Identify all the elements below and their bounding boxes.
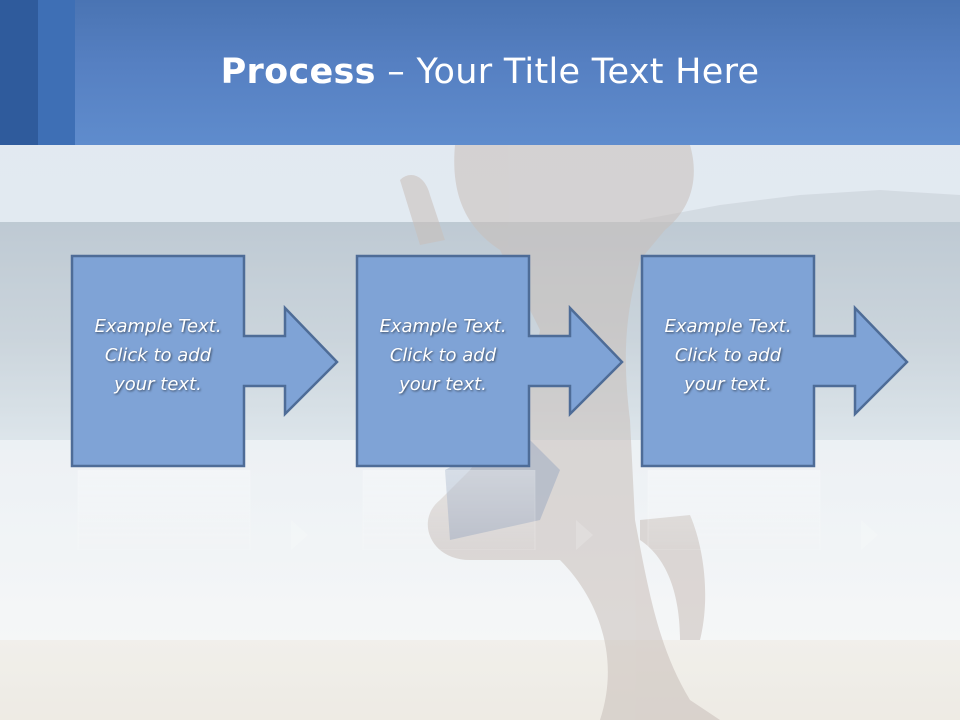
process-step-3[interactable]: Example Text. Click to add your text.	[640, 254, 922, 468]
step-line: Example Text.	[94, 316, 222, 337]
step-text: Example Text. Click to add your text.	[357, 312, 529, 399]
step-line: Click to add	[389, 345, 497, 366]
step-text: Example Text. Click to add your text.	[72, 312, 244, 399]
title-rest-text: – Your Title Text Here	[375, 52, 760, 92]
step-line: Click to add	[104, 345, 212, 366]
title-bold-text: Process	[220, 52, 376, 92]
step-reflection	[362, 470, 593, 550]
title-bar: Process – Your Title Text Here	[0, 0, 960, 145]
arrow-box-shape	[640, 254, 909, 468]
step-line: Click to add	[674, 345, 782, 366]
arrow-box-shape	[355, 254, 624, 468]
accent-stripe	[0, 0, 38, 145]
step-line: your text.	[399, 374, 487, 395]
step-line: your text.	[684, 374, 772, 395]
process-step-2[interactable]: Example Text. Click to add your text.	[355, 254, 637, 468]
step-text: Example Text. Click to add your text.	[642, 312, 814, 399]
step-line: your text.	[114, 374, 202, 395]
slide-title[interactable]: Process – Your Title Text Here	[0, 52, 960, 92]
step-reflection	[647, 470, 878, 550]
accent-stripe	[38, 0, 75, 145]
process-step-1[interactable]: Example Text. Click to add your text.	[70, 254, 352, 468]
step-reflection	[77, 470, 308, 550]
step-line: Example Text.	[664, 316, 792, 337]
arrow-box-shape	[70, 254, 339, 468]
step-line: Example Text.	[379, 316, 507, 337]
